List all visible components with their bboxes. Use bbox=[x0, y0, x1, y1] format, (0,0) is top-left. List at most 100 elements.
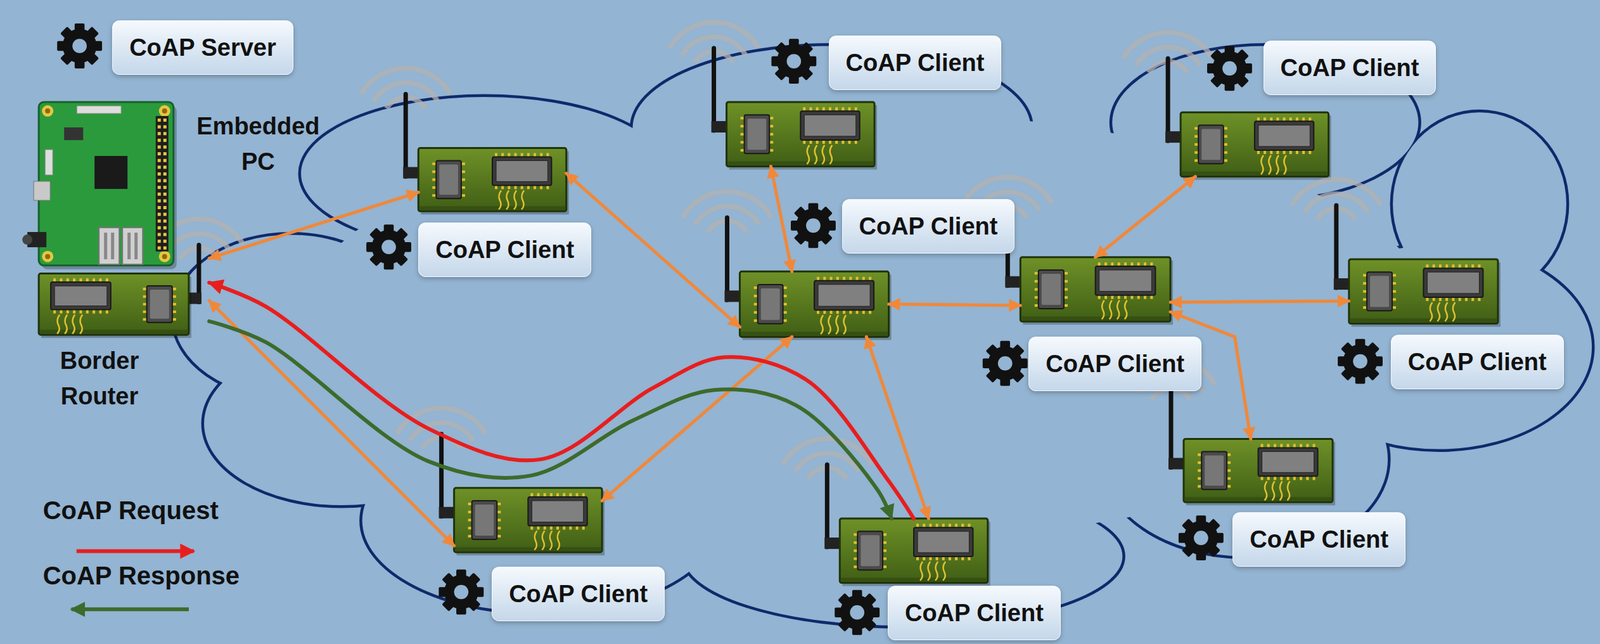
radio-board bbox=[435, 160, 462, 199]
radio-board bbox=[839, 518, 988, 583]
gear-icon bbox=[787, 53, 802, 69]
radio-board bbox=[1429, 302, 1433, 322]
gear-icon bbox=[982, 340, 1028, 386]
embedded-pc-board bbox=[157, 125, 161, 129]
gear-icon bbox=[454, 584, 469, 600]
radio-board bbox=[744, 114, 770, 154]
radio-board bbox=[1180, 112, 1329, 177]
embedded-pc-board bbox=[159, 250, 171, 263]
embedded-pc-board bbox=[127, 232, 131, 260]
gear-icon bbox=[796, 208, 831, 243]
gear-icon bbox=[1212, 51, 1248, 86]
link-arrow bbox=[566, 172, 741, 327]
gear-icon bbox=[57, 23, 103, 69]
radio-board bbox=[747, 118, 767, 150]
embedded-pc-board bbox=[163, 185, 167, 189]
radio-board bbox=[1183, 438, 1336, 506]
role-label: CoAP Client bbox=[1390, 334, 1564, 390]
radio-board bbox=[814, 280, 874, 310]
embedded-pc-board bbox=[157, 179, 161, 183]
radio-board bbox=[454, 487, 602, 552]
radio-board bbox=[913, 527, 973, 557]
embedded-pc-board bbox=[157, 212, 161, 217]
embedded-pc-board bbox=[163, 226, 167, 230]
antenna bbox=[1333, 205, 1339, 288]
link-arrow bbox=[771, 166, 793, 272]
embedded-pc-board bbox=[157, 219, 161, 223]
gear-icon bbox=[1207, 45, 1253, 91]
device-node: Border Router bbox=[38, 244, 210, 335]
radio-board bbox=[472, 500, 498, 540]
radio-board bbox=[64, 314, 68, 334]
radio-board bbox=[475, 504, 495, 536]
radio-board bbox=[1366, 271, 1393, 311]
wifi-signal bbox=[667, 19, 761, 50]
embedded-pc-board bbox=[98, 227, 120, 265]
radio-board bbox=[1349, 259, 1498, 324]
radio-board bbox=[1099, 269, 1152, 292]
embedded-pc-board bbox=[157, 185, 161, 189]
radio-board bbox=[556, 531, 560, 551]
embedded-pc-board bbox=[22, 102, 177, 270]
radio-board bbox=[39, 329, 188, 334]
legend-sample bbox=[71, 607, 189, 611]
embedded-pc-board bbox=[44, 108, 51, 114]
legend-text: CoAP Request bbox=[43, 496, 219, 525]
radio-board bbox=[821, 145, 825, 165]
radio-board bbox=[828, 314, 831, 334]
device-node: CoAP Client bbox=[839, 518, 988, 583]
embedded-pc-board bbox=[44, 254, 51, 260]
wifi-signal bbox=[1124, 356, 1218, 386]
embedded-pc-board bbox=[157, 172, 161, 176]
legend-sample bbox=[71, 551, 194, 610]
radio-board bbox=[1183, 438, 1333, 502]
role-label: CoAP Client bbox=[1232, 512, 1406, 567]
gear-icon bbox=[1222, 61, 1237, 77]
embedded-pc-board bbox=[163, 159, 167, 163]
radio-board bbox=[1369, 275, 1389, 307]
antenna bbox=[711, 48, 717, 131]
radio-board bbox=[1349, 259, 1501, 327]
radio-board bbox=[418, 147, 569, 215]
device-illustrations bbox=[22, 19, 1501, 635]
gear-icon bbox=[1193, 530, 1209, 545]
radio-board bbox=[38, 273, 192, 339]
role-label: CoAP Server bbox=[112, 20, 294, 75]
embedded-pc-board bbox=[157, 232, 161, 236]
antenna bbox=[724, 217, 730, 300]
gear-icon bbox=[771, 38, 817, 84]
device-caption: Embedded PC bbox=[181, 108, 336, 180]
wifi-signal bbox=[1289, 176, 1383, 207]
radio-board bbox=[1038, 269, 1064, 309]
embedded-pc-board bbox=[163, 246, 167, 250]
cloud-outline bbox=[173, 45, 1592, 626]
radio-board bbox=[1021, 316, 1170, 320]
role-label: CoAP Client bbox=[1263, 40, 1437, 96]
radio-board bbox=[72, 314, 75, 334]
radio-board bbox=[1258, 447, 1319, 476]
embedded-pc-board bbox=[163, 145, 167, 149]
radio-board bbox=[1283, 155, 1287, 175]
gear-icon bbox=[381, 239, 397, 255]
radio-board bbox=[820, 314, 824, 334]
radio-board bbox=[513, 190, 517, 210]
radio-board bbox=[527, 496, 587, 526]
response-arrow bbox=[209, 321, 892, 519]
embedded-pc-board bbox=[163, 125, 167, 129]
embedded-pc-board bbox=[103, 232, 108, 260]
radio-board bbox=[498, 190, 502, 210]
radio-board bbox=[1254, 121, 1314, 151]
radio-board bbox=[835, 314, 839, 334]
radio-board bbox=[757, 284, 784, 324]
radio-board bbox=[1020, 257, 1171, 322]
radio-board bbox=[726, 102, 875, 167]
radio-board bbox=[1041, 273, 1061, 305]
device-node: CoAP Client bbox=[726, 102, 875, 167]
radio-board bbox=[840, 577, 986, 582]
device-node: CoAP Client bbox=[1020, 257, 1171, 322]
radio-board bbox=[761, 288, 781, 320]
radio-board bbox=[492, 156, 552, 186]
